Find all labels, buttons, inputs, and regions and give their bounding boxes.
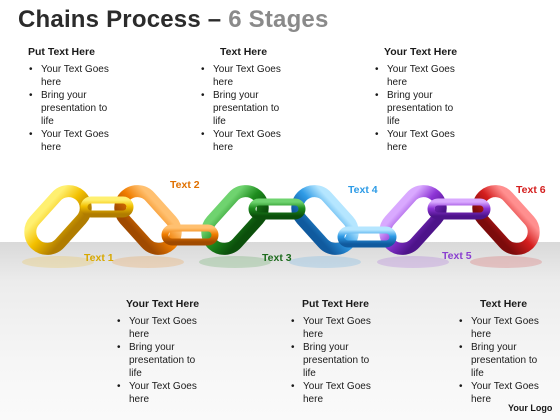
bullet-text: Your Text Goes here	[471, 316, 539, 340]
bullet-text: Your Text Goes here	[213, 129, 281, 153]
text-block-4: Your Text Here Your Text Goes here Bring…	[116, 298, 276, 406]
bullet-text: Bring your presentation to life	[387, 90, 454, 127]
block-heading: Put Text Here	[28, 46, 95, 58]
reflection-link-2	[112, 256, 184, 268]
bullet-list: Your Text Goes here Bring your presentat…	[116, 315, 276, 406]
stage-label-5: Text 5	[442, 250, 472, 262]
bullet-list: Your Text Goes here Bring your presentat…	[458, 315, 558, 406]
page-title: Chains Process – 6 Stages	[18, 6, 329, 34]
title-main: Chains Process	[18, 6, 201, 33]
bullet-item: Your Text Goes here	[200, 63, 360, 89]
bullet-item: Bring your presentation to life	[200, 89, 360, 128]
bullet-list: Your Text Goes here Bring your presentat…	[28, 63, 188, 154]
bullet-item: Your Text Goes here	[290, 380, 450, 406]
text-block-6: Text Here Your Text Goes here Bring your…	[458, 298, 558, 406]
chain-link-1	[24, 185, 92, 255]
bullet-list: Your Text Goes here Bring your presentat…	[200, 63, 360, 154]
bullet-text: Bring your presentation to life	[41, 90, 108, 127]
bullet-text: Your Text Goes here	[471, 381, 539, 405]
connector-link-5-6	[427, 198, 491, 220]
chain-link-1-ring	[24, 185, 92, 255]
stage-label-4: Text 4	[348, 184, 378, 196]
bullet-item: Bring your presentation to life	[458, 341, 558, 380]
bullet-text: Your Text Goes here	[41, 64, 109, 88]
bullet-item: Your Text Goes here	[374, 63, 534, 89]
bullet-text: Your Text Goes here	[129, 316, 197, 340]
stage-label-3: Text 3	[262, 252, 292, 264]
chain-link-6	[472, 185, 540, 255]
bullet-item: Your Text Goes here	[290, 315, 450, 341]
stage-label-1: Text 1	[84, 252, 114, 264]
connector-link-3-4	[248, 198, 306, 220]
bullet-item: Your Text Goes here	[374, 128, 534, 154]
reflection-link-5	[377, 256, 449, 268]
bullet-item: Your Text Goes here	[458, 380, 558, 406]
block-heading: Your Text Here	[384, 46, 458, 58]
reflection-link-1	[22, 256, 94, 268]
chain-link-3	[201, 185, 269, 255]
bullet-item: Your Text Goes here	[116, 380, 276, 406]
bullet-item: Bring your presentation to life	[290, 341, 450, 380]
bullet-text: Your Text Goes here	[41, 129, 109, 153]
text-block-5: Put Text Here Your Text Goes here Bring …	[290, 298, 450, 406]
title-sub: 6 Stages	[228, 6, 329, 33]
reflection-link-6	[470, 256, 542, 268]
connector-link-2-3	[161, 224, 219, 246]
bullet-text: Bring your presentation to life	[471, 342, 538, 379]
bullet-item: Bring your presentation to life	[28, 89, 188, 128]
bullet-list: Your Text Goes here Bring your presentat…	[374, 63, 534, 154]
bullet-item: Your Text Goes here	[200, 128, 360, 154]
stage-label-6: Text 6	[516, 184, 546, 196]
bullet-text: Your Text Goes here	[303, 381, 371, 405]
bullet-text: Bring your presentation to life	[129, 342, 196, 379]
connector-link-1-2	[80, 196, 134, 218]
reflection-link-4	[289, 256, 361, 268]
block-heading: Put Text Here	[302, 298, 369, 310]
footer-logo: Your Logo	[508, 403, 553, 413]
bullet-item: Your Text Goes here	[28, 128, 188, 154]
bullet-item: Your Text Goes here	[28, 63, 188, 89]
connector-link-4-5	[337, 226, 397, 248]
block-heading: Your Text Here	[126, 298, 200, 310]
chain-link-6-ring	[472, 185, 540, 255]
bullet-text: Your Text Goes here	[213, 64, 281, 88]
bullet-item: Bring your presentation to life	[374, 89, 534, 128]
text-block-1: Put Text Here Your Text Goes here Bring …	[28, 46, 188, 154]
block-heading: Text Here	[220, 46, 268, 58]
text-block-2: Text Here Your Text Goes here Bring your…	[200, 46, 360, 154]
chain-link-3-ring	[201, 185, 269, 255]
chain-reflections	[22, 256, 542, 268]
bullet-list: Your Text Goes here Bring your presentat…	[290, 315, 450, 406]
block-heading: Text Here	[480, 298, 528, 310]
bullet-text: Bring your presentation to life	[303, 342, 370, 379]
bullet-text: Your Text Goes here	[387, 129, 455, 153]
chain-diagram	[22, 185, 542, 268]
bullet-text: Your Text Goes here	[387, 64, 455, 88]
stage-label-2: Text 2	[170, 179, 200, 191]
bullet-item: Your Text Goes here	[458, 315, 558, 341]
bullet-text: Your Text Goes here	[129, 381, 197, 405]
title-dash: –	[207, 6, 222, 33]
bullet-item: Bring your presentation to life	[116, 341, 276, 380]
reflection-link-3	[199, 256, 271, 268]
bullet-text: Your Text Goes here	[303, 316, 371, 340]
text-block-3: Your Text Here Your Text Goes here Bring…	[374, 46, 534, 154]
bullet-item: Your Text Goes here	[116, 315, 276, 341]
bullet-text: Bring your presentation to life	[213, 90, 280, 127]
